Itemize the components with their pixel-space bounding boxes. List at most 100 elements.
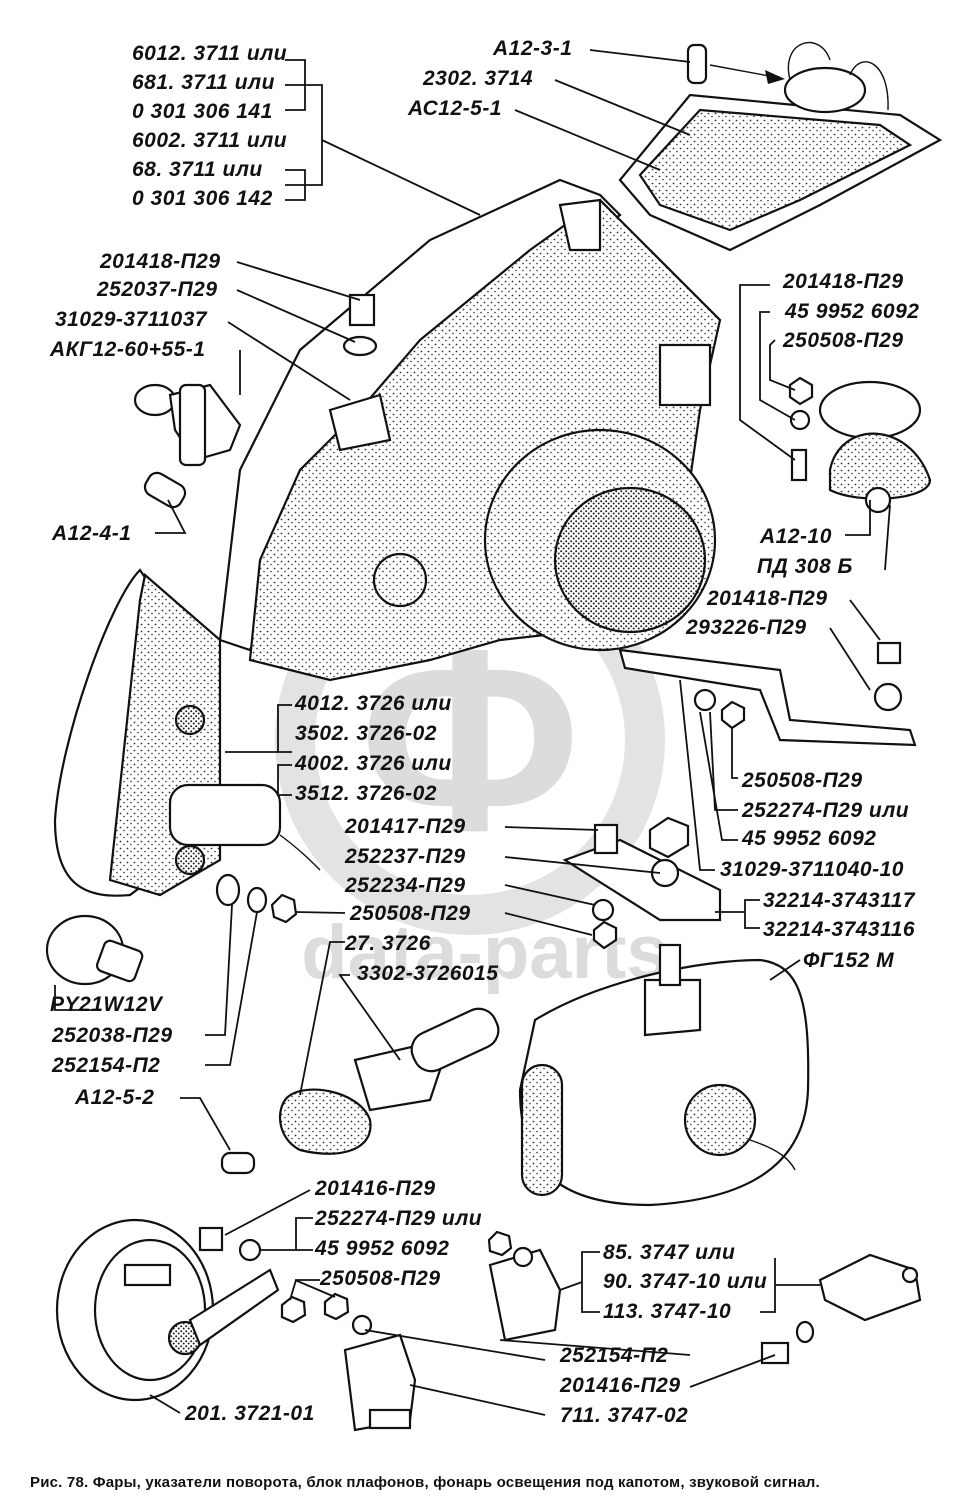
headlamp-bracket [618,641,917,747]
nut-250508-a [270,893,298,924]
label-3512-3726-02: 3512. 3726-02 [295,782,437,805]
label-a12-10: А12-10 [759,525,832,548]
fog-lamp-stud [658,943,682,987]
label-a12-4-1: А12-4-1 [51,522,131,545]
bulb-a12-5-2 [220,1151,256,1175]
label-201418-p29-c: 201418-П29 [706,587,828,610]
label-4012-3726: 4012. 3726 или [294,692,452,715]
side-repeater-socket [410,1007,500,1073]
dome-light-lamp-small [686,43,708,85]
label-459952-6092-a: 45 9952 6092 [784,300,919,323]
nut-250508-f [280,1295,307,1324]
fog-lamp [518,943,810,1207]
part-labels: 6012. 3711 или 681. 3711 или 0 301 306 1… [49,37,919,1427]
label-252234-p29: 252234-П29 [344,874,466,897]
dome-light-board [638,108,913,232]
turn-signal-stud-bottom [174,844,206,876]
bolt-201418-b [790,448,808,482]
label-3502-3726-02: 3502. 3726-02 [295,722,437,745]
bulb-py21w12v [45,914,144,986]
label-459952-6092-c: 45 9952 6092 [314,1237,449,1260]
dome-light-arrowhead [765,70,785,84]
label-459952-6092-b: 45 9952 6092 [741,827,876,850]
nut-large-fog [648,816,690,859]
label-90-3747-10: 90. 3747-10 или [603,1270,767,1293]
label-akg12-60-55-1: АКГ12-60+55-1 [49,338,205,361]
label-a12-5-2: А12-5-2 [74,1086,154,1109]
label-0301306141: 0 301 306 141 [132,100,273,123]
foglamp-bracket [562,816,722,950]
nut-250508-g [323,1292,350,1321]
label-68-3711: 68. 3711 или [132,158,263,181]
label-32214-3743116: 32214-3743116 [763,918,915,941]
relay-2-body [343,1333,417,1432]
headlamp-assembly [218,178,722,682]
nut-250508-b [788,376,814,406]
turn-signal-socket [168,783,282,847]
dome-light-socket [783,66,867,114]
relay-1 [487,1230,562,1342]
bolt-201417 [593,823,619,855]
label-252154-p2-a: 252154-П2 [51,1054,160,1077]
relay-3-mount-hole [901,1266,919,1284]
washer-252154-e [795,1320,815,1344]
bolt-201418-a [348,293,376,327]
label-31029-3711037: 31029-3711037 [55,308,208,331]
label-201418-p29-a: 201418-П29 [99,250,221,273]
fog-lamp-bracket-post [643,978,702,1037]
fog-lamp-cable [749,1139,796,1171]
label-fg152m: ФГ152 М [803,949,894,972]
bulb-py21w-base [95,939,144,983]
label-681-3711: 681. 3711 или [132,71,275,94]
label-252274-p29-a: 252274-П29 или [741,799,909,822]
bolt-201416-a [198,1226,224,1252]
underhood-lamp-shade [828,432,932,500]
label-201418-p29-b: 201418-П29 [782,270,904,293]
relay-3 [760,1253,922,1365]
headlamp-connector [658,343,712,407]
side-repeater-lens [278,1088,372,1155]
figure-caption: Рис. 78. Фары, указатели поворота, блок … [30,1474,820,1491]
side-repeater [278,1007,500,1155]
washer-252154-c [512,1246,534,1268]
label-6002-3711: 6002. 3711 или [132,129,287,152]
label-201-3721-01: 201. 3721-01 [184,1402,315,1425]
label-32214-3743117: 32214-3743117 [763,889,916,912]
label-250508-p29-d: 250508-П29 [319,1267,441,1290]
relay-2 [280,1292,417,1432]
horn-ring [93,1238,207,1382]
dome-light-wires [787,41,889,111]
washer-293226 [873,682,903,712]
horn [55,1218,280,1402]
bolt-201416-b [760,1341,790,1365]
label-252237-p29: 252237-П29 [344,845,466,868]
underhood-lamp-plate [818,380,922,440]
label-711-3747-02: 711. 3747-02 [560,1404,688,1427]
washer-252038 [215,873,241,907]
label-293226-p29: 293226-П29 [685,616,807,639]
leader-lines [54,49,891,1416]
bracket-strip [618,648,917,747]
label-252274-p29-b: 252274-П29 или [314,1207,482,1230]
headlamp-bracket-top [558,198,602,252]
label-27-3726: 27. 3726 [344,932,431,955]
relay-2-pins [368,1408,412,1430]
label-2302-3714: 2302. 3714 [422,67,533,90]
label-6012-3711: 6012. 3711 или [132,42,287,65]
washer-252234 [591,898,615,922]
label-250508-p29-b: 250508-П29 [741,769,863,792]
label-pd308b: ПД 308 Б [757,555,853,578]
label-201417-p29: 201417-П29 [344,815,466,838]
turn-signal-stud-top [174,704,206,736]
label-113-3747-10: 113. 3747-10 [603,1300,731,1323]
headlamp-adjuster [372,552,428,608]
bulb-a12-4-1 [143,471,187,509]
halogen-bulb-glass [133,383,177,417]
label-252038-p29: 252038-П29 [51,1024,173,1047]
underhood-lamp-bulb [864,486,892,514]
washer-252274-b [238,1238,262,1262]
dome-light-block [618,41,943,252]
washer-459952-b [789,409,811,431]
label-31029-3711040-10: 31029-3711040-10 [720,858,904,881]
